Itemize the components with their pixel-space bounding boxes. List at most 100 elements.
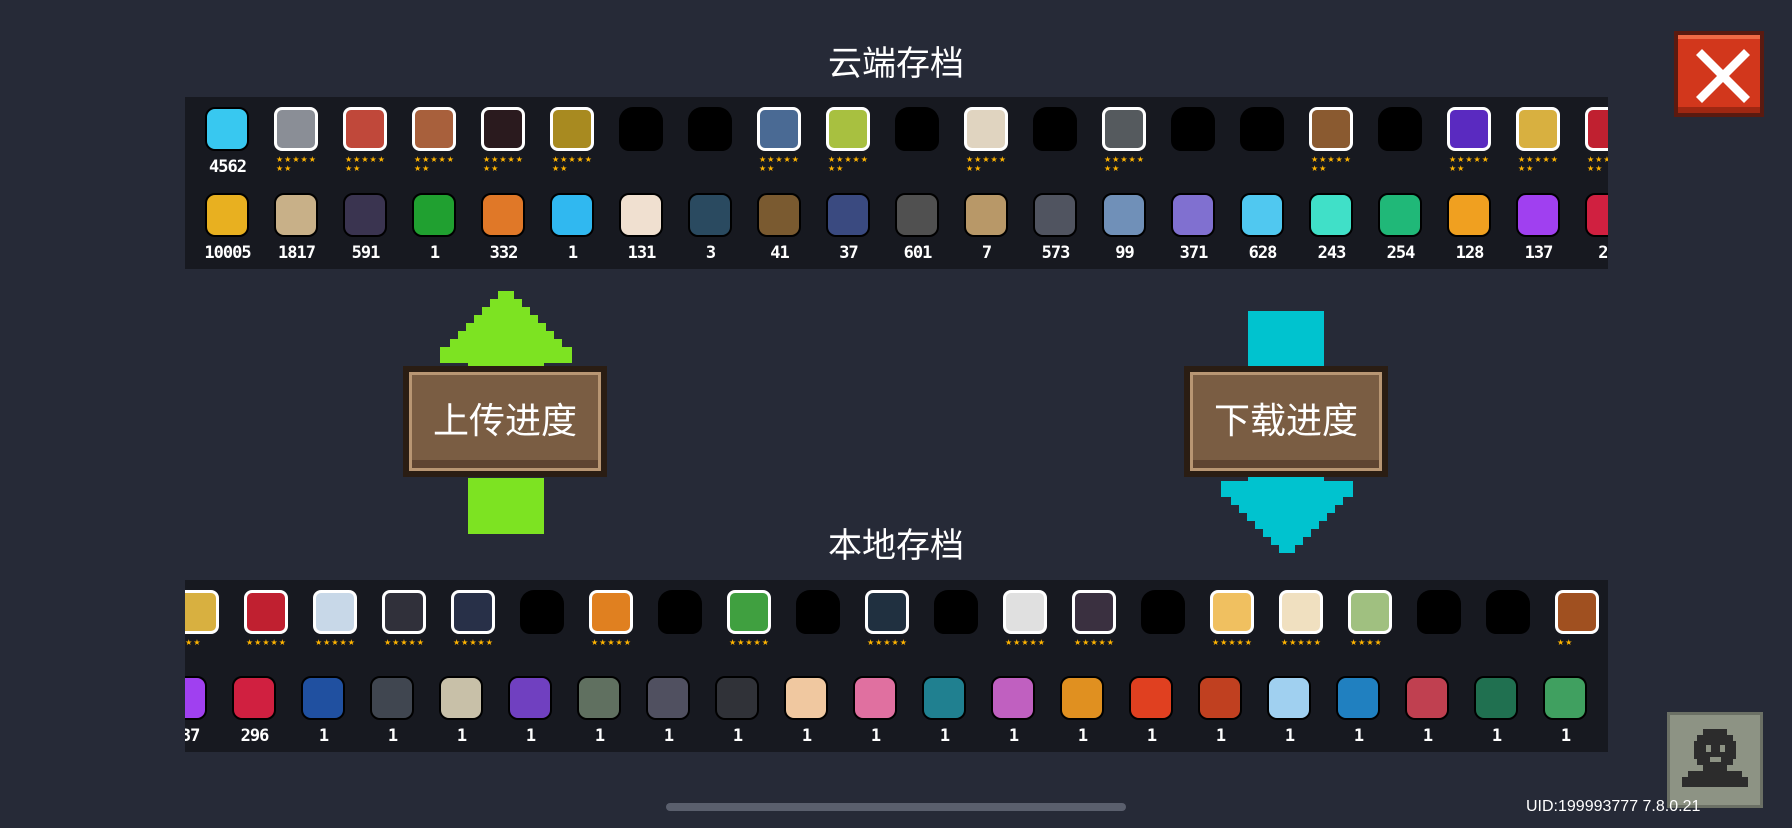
skin-card-icon	[1474, 676, 1518, 720]
save-item	[1129, 580, 1198, 666]
skin-card-icon	[715, 676, 759, 720]
cloud-save-panel[interactable]: 4562 ★★★★★ ★★ ★★★★★ ★★ ★★★★★ ★★ ★★★★★ ★★ ★★★★…	[185, 97, 1608, 269]
item-count: 1	[801, 726, 812, 746]
star-rating: ★★★★★ ★★	[1518, 155, 1559, 173]
save-item: ★★★★★	[232, 580, 301, 666]
skin-card-icon	[1405, 676, 1449, 720]
item-count: 3	[705, 243, 716, 263]
item-count: 4562	[209, 157, 247, 177]
locked-character-icon	[1240, 107, 1284, 151]
crystal-green-icon	[1378, 193, 1422, 237]
gauntlet-icon	[826, 193, 870, 237]
dark-knight-icon	[382, 590, 426, 634]
save-item	[922, 580, 991, 666]
star-rating: ★★★★★	[1212, 638, 1253, 647]
close-icon	[1696, 49, 1750, 103]
save-item: 137	[1504, 183, 1573, 269]
save-item	[508, 580, 577, 666]
star-rating: ★★★★★	[384, 638, 425, 647]
save-item: ★★★★★ ★★	[952, 97, 1021, 183]
uid-version-text: UID:199993777 7.8.0.21	[1526, 798, 1701, 815]
item-count: 1	[1284, 726, 1295, 746]
star-rating: ★★★★★ ★★	[1587, 155, 1608, 173]
save-item: 1	[1393, 666, 1462, 752]
save-item: ★★★★★ ★★	[745, 97, 814, 183]
save-item: 41	[745, 183, 814, 269]
locked-character-icon	[658, 590, 702, 634]
item-count: 1	[1491, 726, 1502, 746]
save-item: ★★★★	[1336, 580, 1405, 666]
item-count: 628	[1248, 243, 1278, 263]
star-rating: ★★★★★ ★★	[414, 155, 455, 173]
save-item: 1	[1255, 666, 1324, 752]
skin-card-icon	[1198, 676, 1242, 720]
save-item: ★★★★★ ★★	[1297, 97, 1366, 183]
swordswoman-icon	[865, 590, 909, 634]
save-item: ★★★★★ ★★	[538, 97, 607, 183]
cloth-icon	[1102, 193, 1146, 237]
skin-card-icon	[508, 676, 552, 720]
save-item: 3	[676, 183, 745, 269]
save-item	[1228, 97, 1297, 183]
locked-character-icon	[520, 590, 564, 634]
item-count: 1	[456, 726, 467, 746]
item-count: 137	[185, 726, 200, 746]
save-item: ★★★★★ ★★	[400, 97, 469, 183]
star-rating: ★★★★★ ★★	[276, 155, 317, 173]
star-rating: ★★★★★ ★★	[1104, 155, 1145, 173]
star-rating: ★★★★★	[1281, 638, 1322, 647]
close-button[interactable]	[1674, 31, 1764, 117]
star-rating: ★★★★★	[729, 638, 770, 647]
save-item: 1	[1324, 666, 1393, 752]
save-item: ★★★★★	[1198, 580, 1267, 666]
cowboy-icon	[1309, 107, 1353, 151]
cloud-save-title: 云端存档	[828, 44, 964, 84]
item-count: 573	[1041, 243, 1071, 263]
save-item: 1	[703, 666, 772, 752]
save-item	[1159, 97, 1228, 183]
battery-icon	[343, 193, 387, 237]
star-rating: ★★★★★	[867, 638, 908, 647]
save-item: 601	[883, 183, 952, 269]
save-item: ★★★★★	[853, 580, 922, 666]
save-item: 1	[1117, 666, 1186, 752]
crystal-violet-icon	[185, 676, 207, 720]
save-item: 1	[565, 666, 634, 752]
star-rating: ★★★★★	[591, 638, 632, 647]
save-item: 29	[1573, 183, 1608, 269]
item-count: 1	[1353, 726, 1364, 746]
save-item: ★★★★★ ★★	[331, 97, 400, 183]
local-save-panel[interactable]: ★★★★★★★★★★★★★★★★★★★★★★★★★★★★★★★★★★★★★★★★…	[185, 580, 1608, 752]
save-item: 4562	[193, 97, 262, 183]
save-item	[1021, 97, 1090, 183]
save-item	[1405, 580, 1474, 666]
skin-card-icon	[853, 676, 897, 720]
upload-progress-button[interactable]: 上传进度	[403, 366, 607, 477]
orange-egg-icon	[481, 193, 525, 237]
vampire-icon	[244, 590, 288, 634]
save-item: 1	[427, 666, 496, 752]
save-item: ★★★	[185, 580, 232, 666]
item-count: 10005	[204, 243, 251, 263]
item-count: 1	[939, 726, 950, 746]
save-item: 1	[841, 666, 910, 752]
item-count: 1	[1422, 726, 1433, 746]
save-item: ★★★★★	[715, 580, 784, 666]
knight-icon	[274, 107, 318, 151]
parcel-icon	[964, 193, 1008, 237]
download-progress-button[interactable]: 下载进度	[1184, 366, 1388, 477]
home-indicator[interactable]	[666, 803, 1126, 811]
save-item	[1474, 580, 1543, 666]
save-item: ★★★★★	[991, 580, 1060, 666]
save-item	[646, 580, 715, 666]
locked-character-icon	[688, 107, 732, 151]
mech-icon	[1516, 107, 1560, 151]
item-count: 1	[318, 726, 329, 746]
ninja-icon	[451, 590, 495, 634]
save-item: 137	[185, 666, 220, 752]
item-count: 1	[387, 726, 398, 746]
star-rating: ★★★★★ ★★	[1449, 155, 1490, 173]
item-count: 29	[1598, 243, 1608, 263]
green-scroll-icon	[412, 193, 456, 237]
profile-avatar-button[interactable]	[1667, 712, 1763, 808]
